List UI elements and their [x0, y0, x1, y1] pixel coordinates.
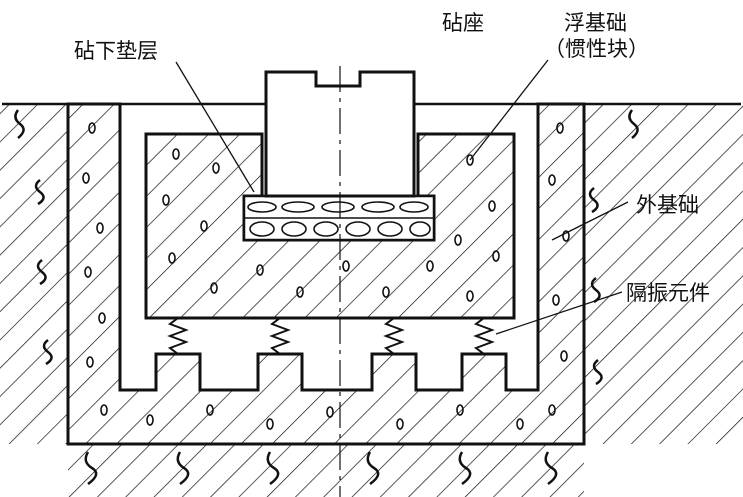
outer-foundation-aggregate: [82, 122, 570, 430]
outer-foundation: [66, 102, 586, 446]
spring-1: [167, 317, 189, 355]
leader-lines: [175, 59, 629, 335]
soil-hatching: [0, 104, 743, 497]
spring-4: [473, 317, 495, 355]
spring-2: [269, 317, 291, 355]
label-anvil-pad: 砧下垫层: [74, 39, 158, 63]
floating-foundation-aggregate: [162, 148, 500, 302]
spring-3: [383, 317, 405, 355]
vibration-isolators: [167, 317, 495, 355]
anvil-pad-layer-texture: [247, 201, 431, 237]
label-floating-foundation: 浮基础: [564, 11, 627, 35]
label-anvil: 砧座: [442, 11, 484, 35]
label-isolator: 隔振元件: [626, 281, 710, 305]
label-outer-foundation: 外基础: [636, 193, 699, 217]
label-inertia-block: （惯性块）: [544, 37, 649, 61]
